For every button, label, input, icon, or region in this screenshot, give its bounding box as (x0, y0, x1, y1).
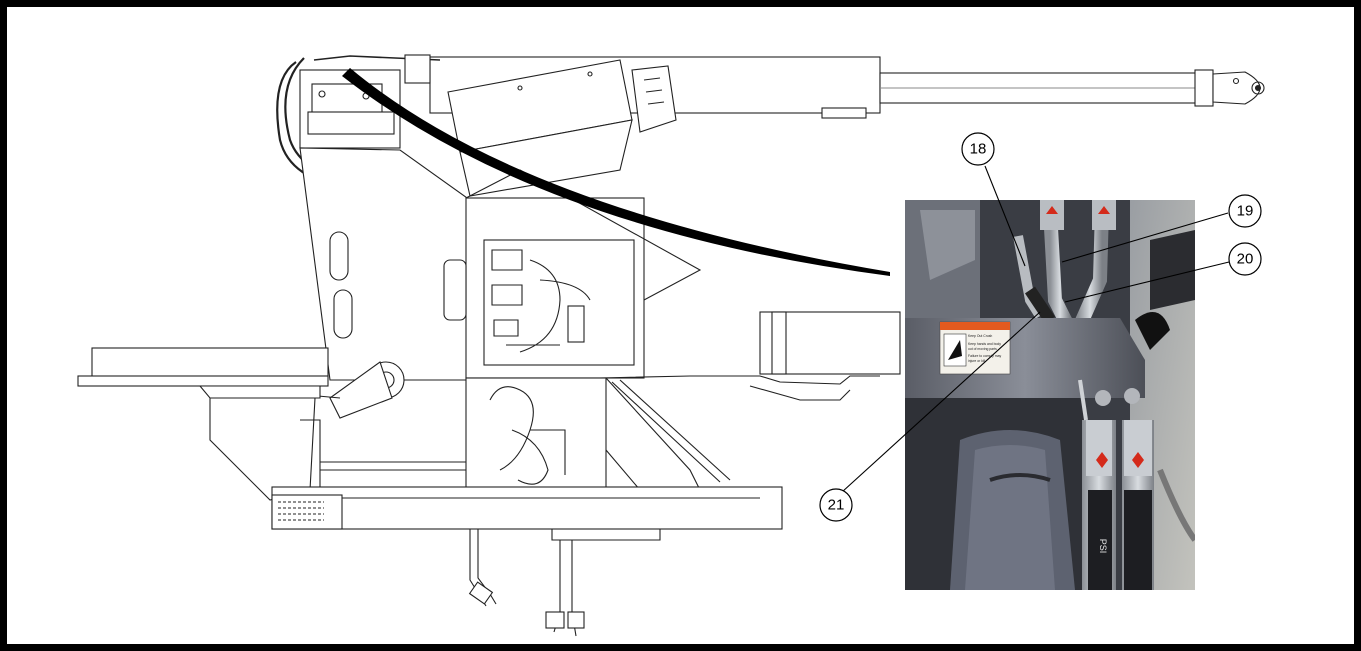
base-beam (271, 486, 783, 530)
callout-19-leader (1061, 212, 1229, 263)
swing-arm (317, 361, 405, 419)
callout-20-circle (1228, 242, 1262, 276)
main-chassis (299, 147, 731, 497)
callout-21-label: 21 (828, 497, 845, 514)
callout-18-label: 18 (970, 141, 987, 158)
callout-18-leader (984, 165, 1026, 267)
warning-line-2: Keep hands and body (968, 342, 1001, 346)
callout-20-label: 20 (1237, 251, 1254, 268)
extension-arm (599, 311, 901, 401)
warning-line-5: injure or kill. (968, 359, 986, 363)
callout-21: 21 (819, 488, 853, 522)
callout-19-circle (1228, 194, 1262, 228)
hose-marking: PSI (1098, 539, 1108, 554)
callout-19-label: 19 (1237, 203, 1254, 220)
callout-18: 18 (961, 132, 995, 166)
callout-leaders (841, 165, 1230, 493)
callout-19: 19 (1228, 194, 1262, 228)
warning-line-1: Keep Out Crush (968, 334, 992, 338)
warning-line-4: Failure to comply may (968, 354, 1001, 358)
callout-18-circle (961, 132, 995, 166)
warning-line-3: out of moving parts (968, 347, 997, 351)
detail-photo: Keep Out Crush Keep hands and body out o… (905, 200, 1195, 590)
callout-21-leader (841, 311, 1041, 493)
machine-line-drawing (77, 54, 1265, 637)
hydraulic-fittings (468, 529, 661, 637)
boom-control-box (447, 59, 677, 197)
callout-20-leader (1064, 261, 1230, 303)
callout-21-circle (819, 488, 853, 522)
left-platform (77, 347, 466, 501)
callout-20: 20 (1228, 242, 1262, 276)
